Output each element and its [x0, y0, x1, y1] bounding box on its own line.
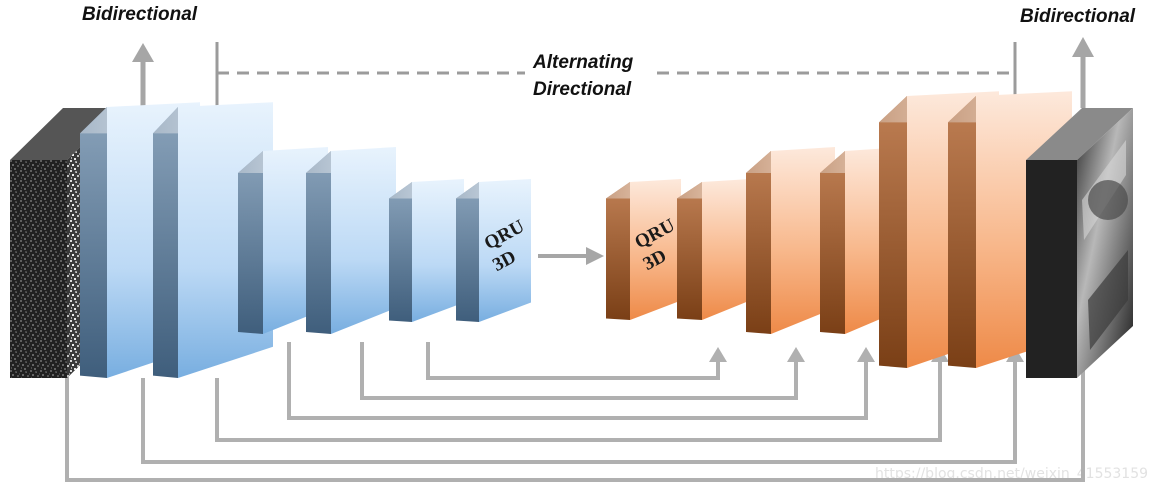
block-front-face [479, 179, 531, 322]
block-side-face [746, 151, 771, 334]
denoised-output-image [1026, 108, 1133, 378]
block-side-face [238, 151, 263, 334]
block-side-face [820, 151, 845, 334]
block-side-face [306, 151, 331, 334]
skip-connection-6 [426, 342, 720, 380]
skip-connections [65, 342, 1092, 482]
skip-connection-1 [65, 352, 1085, 482]
decoder-block-2 [677, 179, 750, 320]
alternating-label: Alternating [532, 52, 634, 73]
left-up-arrow-head [132, 43, 154, 62]
skip-connection-2 [141, 360, 1017, 464]
block-front-face [412, 179, 464, 322]
skip-connection-4 [287, 342, 868, 420]
left-bidirectional-label: Bidirectional [82, 4, 198, 25]
encoder-block-4 [306, 147, 396, 334]
right-up-arrow-head [1072, 37, 1094, 57]
block-side-face [153, 107, 178, 378]
skip-connection-3 [215, 360, 942, 442]
block-side-face [948, 96, 976, 368]
encoder-block-5 [389, 179, 464, 322]
right-bidirectional-label: Bidirectional [1020, 6, 1136, 27]
block-front-face [771, 147, 835, 334]
block-side-face [456, 182, 479, 322]
bottleneck-arrow [538, 247, 604, 265]
skip-connection-6-arrowhead [709, 347, 727, 362]
skip-connection-4-arrowhead [857, 347, 875, 362]
skip-connection-5 [360, 342, 798, 400]
block-side-face [80, 107, 107, 378]
block-side-face [879, 96, 907, 368]
block-front-face [630, 179, 681, 320]
block-side-face [606, 182, 630, 320]
skip-connection-5-arrowhead [787, 347, 805, 362]
block-front-face [702, 179, 750, 320]
block-side-face [389, 182, 412, 322]
block-front-face [331, 147, 396, 334]
decoder-block-3 [746, 147, 835, 334]
block-side-face [677, 182, 702, 320]
directional-label: Directional [533, 79, 632, 100]
